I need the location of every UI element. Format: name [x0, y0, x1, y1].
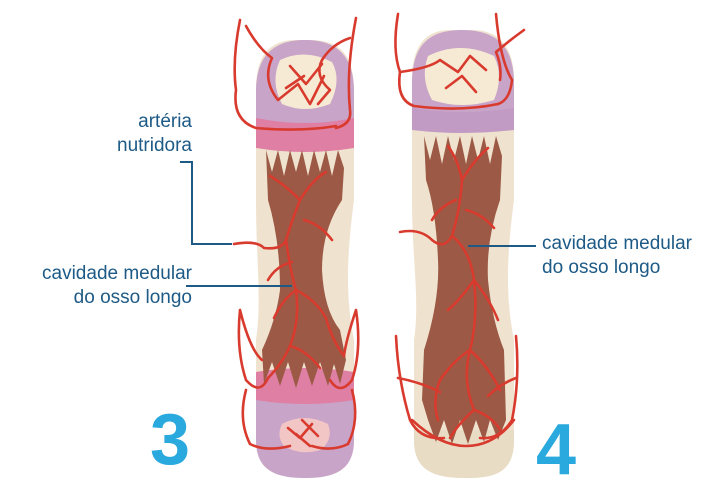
label-marrow-cavity-left-line-1: cavidade medular	[42, 262, 192, 286]
label-marrow-cavity-left-line-2: do osso longo	[42, 286, 192, 310]
leader-line-nutrient-artery	[180, 162, 232, 244]
label-nutrient-artery: artéria nutridora	[117, 110, 192, 158]
bone-3-top-ossification-center	[275, 54, 336, 109]
label-marrow-cavity-right-line-2: do osso longo	[542, 256, 692, 280]
label-marrow-cavity-left: cavidade medular do osso longo	[42, 262, 192, 310]
bone-3-top-growth-plate	[256, 118, 354, 152]
label-marrow-cavity-right-line-1: cavidade medular	[542, 232, 692, 256]
bone-stage-3	[234, 18, 358, 478]
label-nutrient-artery-line-1: artéria	[117, 110, 192, 134]
stage-number-4: 4	[536, 414, 576, 486]
label-nutrient-artery-line-2: nutridora	[117, 134, 192, 158]
label-marrow-cavity-right: cavidade medular do osso longo	[542, 232, 692, 280]
stage-number-3: 3	[150, 404, 190, 476]
